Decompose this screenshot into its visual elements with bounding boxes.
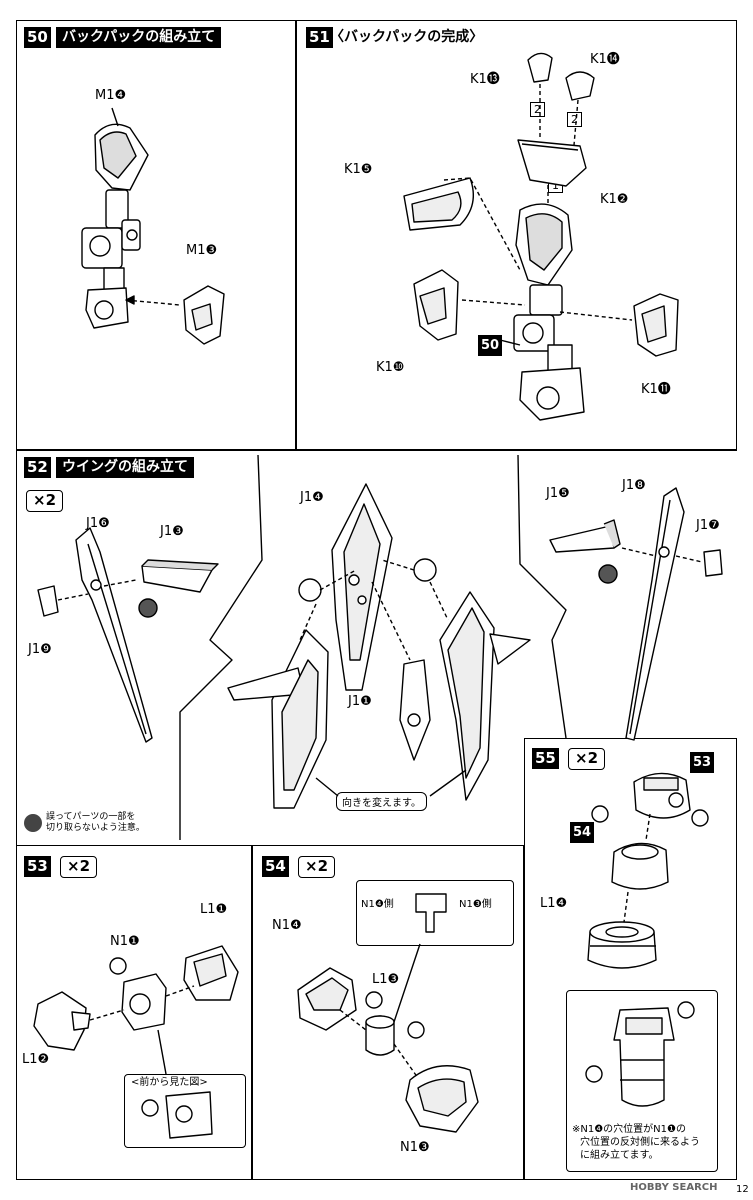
step-54-quantity: ×2 — [298, 856, 336, 878]
part-label-j1-8: J1❽ — [622, 478, 646, 493]
step-51-ref-50: 50 — [478, 335, 503, 356]
turn-direction-callout: 向きを変えます。 — [336, 792, 427, 811]
step-54-number: 54 — [262, 856, 289, 877]
part-label-m1-3: M1❸ — [186, 243, 218, 258]
part-label-l1-1: L1❶ — [200, 902, 228, 917]
caution-icon — [24, 814, 42, 832]
orientation-inset: N1❹側 N1❸側 — [356, 880, 514, 946]
part-label-j1-4: J1❹ — [300, 490, 324, 505]
part-label-n1-4: N1❹ — [272, 918, 302, 933]
order-marker-2a: 2 — [530, 102, 545, 117]
part-label-l1-4: L1❹ — [540, 896, 568, 911]
part-label-n1-3: N1❸ — [400, 1140, 430, 1155]
step-53-number: 53 — [24, 856, 51, 877]
step-55-quantity: ×2 — [568, 748, 606, 770]
order-marker-2b: 2 — [567, 112, 582, 127]
part-label-j1-9: J1❾ — [28, 642, 52, 657]
part-label-k1-10: K1❿ — [376, 360, 405, 375]
part-label-k1-5: K1❺ — [344, 162, 373, 177]
part-label-j1-6: J1❻ — [86, 516, 110, 531]
inset-label-n1-4-side: N1❹側 — [361, 899, 394, 910]
front-view-label: <前から見た図> — [131, 1077, 208, 1088]
step-53-quantity: ×2 — [60, 856, 98, 878]
step-50-number: 50 — [24, 27, 51, 48]
part-label-m1-4: M1❹ — [95, 88, 127, 103]
step-51-title: 〈バックパックの完成〉 — [330, 29, 484, 45]
step-50-title: バックパックの組み立て — [56, 27, 222, 48]
step-55-ref-53: 53 — [690, 752, 715, 773]
part-label-j1-1: J1❶ — [348, 694, 372, 709]
part-label-j1-3: J1❸ — [160, 524, 184, 539]
caution-text-line1: 誤ってパーツの一部を — [46, 812, 136, 822]
part-label-j1-5: J1❺ — [546, 486, 570, 501]
step-55-note-line1: ※N1❹の穴位置がN1❶の — [572, 1124, 686, 1135]
step-55-number: 55 — [532, 748, 559, 769]
step-52-number: 52 — [24, 457, 51, 478]
step-55-note-line2: 穴位置の反対側に来るよう — [580, 1137, 700, 1148]
part-label-k1-14: K1⓮ — [590, 52, 620, 67]
step-52-title: ウイングの組み立て — [56, 457, 194, 478]
inset-label-n1-3-side: N1❸側 — [459, 899, 492, 910]
part-label-k1-11: K1⓫ — [641, 382, 671, 397]
part-label-l1-3: L1❸ — [372, 972, 400, 987]
caution-text-line2: 切り取らないよう注意。 — [46, 823, 145, 833]
part-label-j1-7: J1❼ — [696, 518, 720, 533]
step-52-quantity: ×2 — [26, 490, 64, 512]
page-number: 12 — [736, 1184, 749, 1195]
part-label-k1-2: K1❷ — [600, 192, 629, 207]
step-55-ref-54: 54 — [570, 822, 595, 843]
part-label-k1-13: K1⓭ — [470, 72, 500, 87]
step-55-note-line3: に組み立てます。 — [580, 1150, 659, 1161]
step-51-number: 51 — [306, 27, 333, 48]
watermark: HOBBY SEARCH — [630, 1182, 718, 1193]
step-50-panel — [16, 20, 296, 450]
part-label-n1-1: N1❶ — [110, 934, 140, 949]
part-label-l1-2: L1❷ — [22, 1052, 50, 1067]
